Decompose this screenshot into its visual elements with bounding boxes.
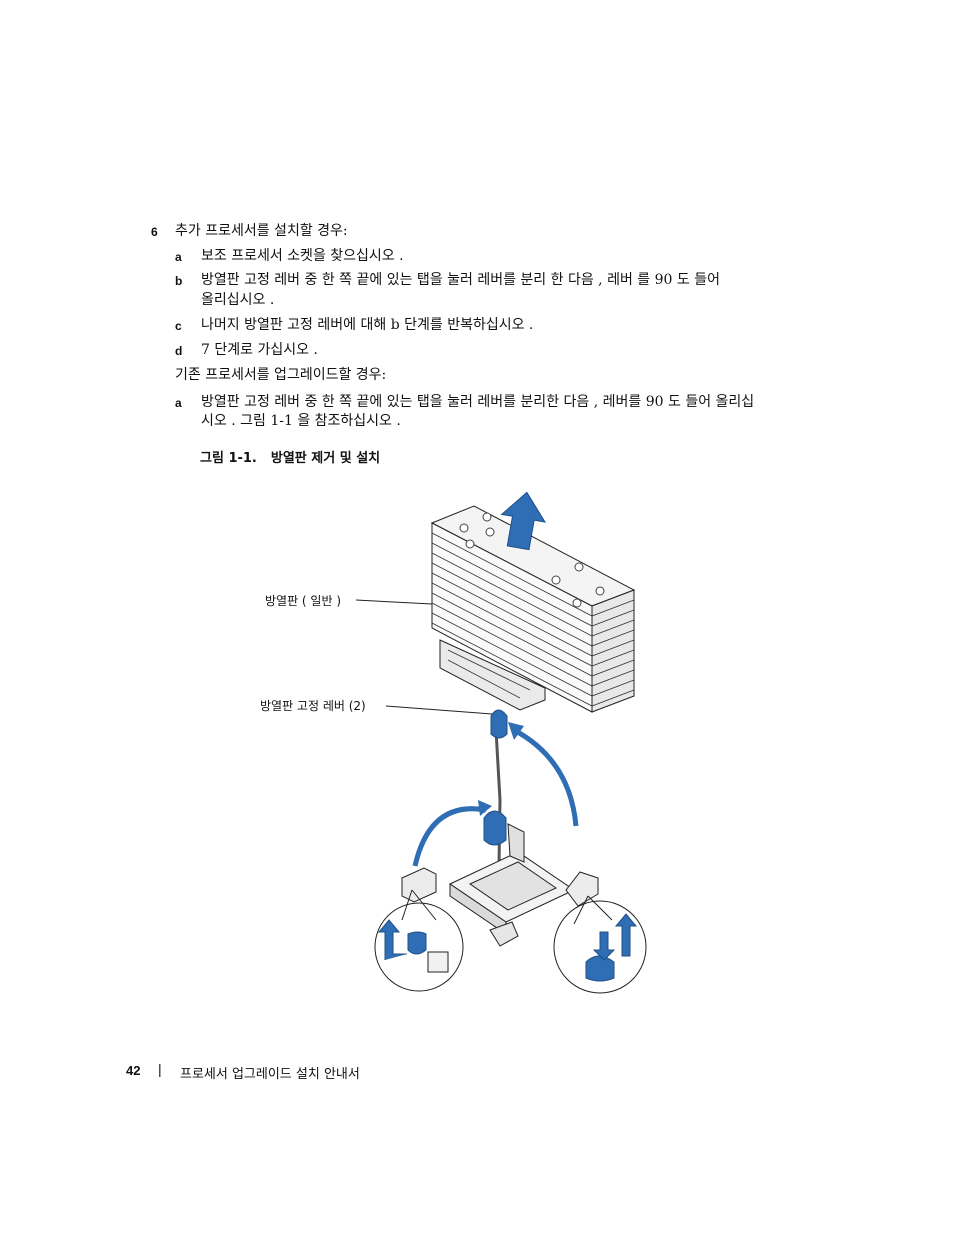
lever-leader-line (385, 705, 493, 715)
step-d1-text: 7 단계로 가십시오 . (201, 342, 318, 358)
processor-socket (401, 810, 599, 947)
heatsink-callout: 방열판 ( 일반 ) (265, 594, 342, 608)
step-6-number: 6 (151, 225, 158, 239)
rotate-arrowhead-1 (508, 722, 524, 740)
page-number: 42 (126, 1063, 141, 1078)
step-d1-marker: d (175, 344, 183, 358)
heatsink-leader-line (355, 599, 433, 605)
figure-title: 방열판 제거 및 설치 (270, 451, 381, 466)
figure-caption: 그림 1-1. 방열판 제거 및 설치 (200, 447, 394, 466)
step-a2-line2: 시오 . 그림 1-1 을 참조하십시오 . (201, 413, 401, 429)
step-c1-marker: c (175, 319, 182, 333)
rotate-arrowhead-2 (478, 800, 492, 816)
step-b1-marker: b (175, 274, 183, 288)
step-c1-text: 나머지 방열판 고정 레버에 대해 b 단계를 반복하십시오 . (201, 317, 534, 333)
heatsink (430, 505, 636, 713)
step-a1-text: 보조 프로세서 소켓을 찾으십시오 . (201, 248, 404, 264)
footer-title: 프로세서 업그레이드 설치 안내서 (180, 1067, 360, 1082)
step-a2-marker: a (175, 396, 182, 410)
step-6-text: 추가 프로세서를 설치할 경우: (175, 223, 348, 239)
up-arrow-icon (500, 491, 547, 551)
step-a1-marker: a (175, 250, 182, 264)
detail-circle-left (374, 889, 464, 992)
footer-separator: | (158, 1061, 162, 1077)
existing-processor-text: 기존 프로세서를 업그레이드할 경우: (175, 367, 387, 383)
figure-number: 그림 1-1. (200, 451, 257, 466)
lever-callout: 방열판 고정 레버 (2) (260, 699, 366, 713)
rotate-arrow-icon (412, 727, 579, 867)
step-b1-line1: 방열판 고정 레버 중 한 쪽 끝에 있는 탭을 눌러 레버를 분리 한 다음 … (201, 272, 720, 288)
step-b1-line2: 올리십시오 . (201, 292, 275, 308)
detail-circle-right (553, 895, 647, 994)
step-a2-line1: 방열판 고정 레버 중 한 쪽 끝에 있는 탭을 눌러 레버를 분리한 다음 ,… (201, 394, 755, 410)
